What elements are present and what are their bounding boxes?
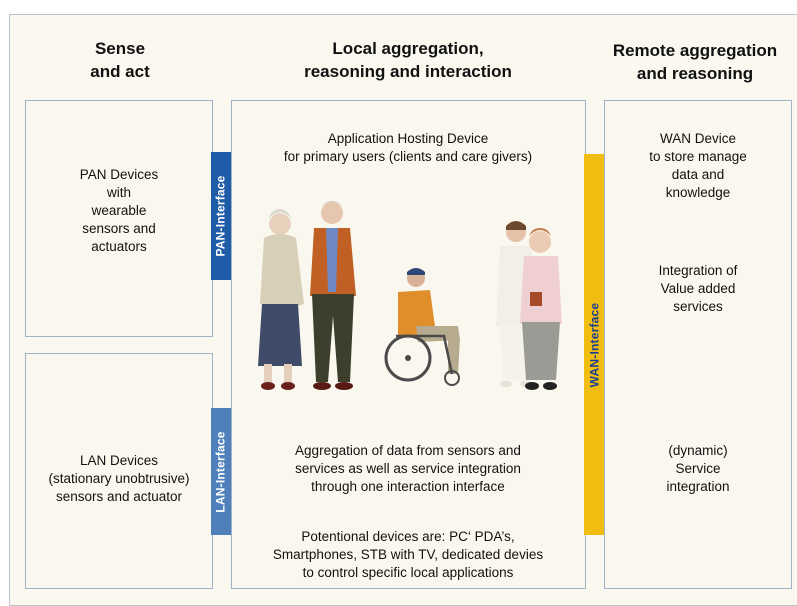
wan-interface-label: WAN-Interface	[587, 302, 601, 387]
pan-interface-bar: PAN-Interface	[211, 152, 231, 280]
pan-devices-text: PAN Devices with wearable sensors and ac…	[79, 167, 159, 254]
pan-devices-box	[25, 100, 213, 337]
value-added-services-text: Integration of Value added services	[658, 263, 738, 314]
users-illustration	[258, 201, 562, 390]
aggregation-text: Aggregation of data from sensors and ser…	[295, 443, 521, 494]
header-local-aggregation: Local aggregation, reasoning and interac…	[304, 39, 512, 81]
elderly-woman-figure	[258, 209, 304, 390]
remote-aggregation-box	[604, 100, 792, 589]
lan-interface-bar: LAN-Interface	[211, 408, 231, 535]
elderly-man-figure	[310, 201, 356, 390]
header-sense-and-act: Sense and act	[90, 39, 150, 81]
wan-interface-bar: WAN-Interface	[584, 154, 604, 535]
lan-devices-box	[25, 353, 213, 589]
lan-devices-text: LAN Devices (stationary unobtrusive) sen…	[48, 453, 190, 504]
potential-devices-text: Potentional devices are: PC‘ PDA’s, Smar…	[272, 529, 544, 580]
header-remote-aggregation: Remote aggregation and reasoning	[612, 41, 778, 83]
dynamic-service-integration-text: (dynamic) Service integration	[666, 443, 730, 494]
wan-device-text: WAN Device to store manage data and know…	[649, 131, 747, 200]
pan-interface-label: PAN-Interface	[214, 175, 229, 257]
lan-interface-label: LAN-Interface	[214, 430, 228, 513]
wheelchair-user-figure	[384, 268, 460, 386]
elderly-woman-with-book-figure	[520, 228, 562, 390]
hosting-device-text: Application Hosting Device for primary u…	[283, 131, 533, 164]
